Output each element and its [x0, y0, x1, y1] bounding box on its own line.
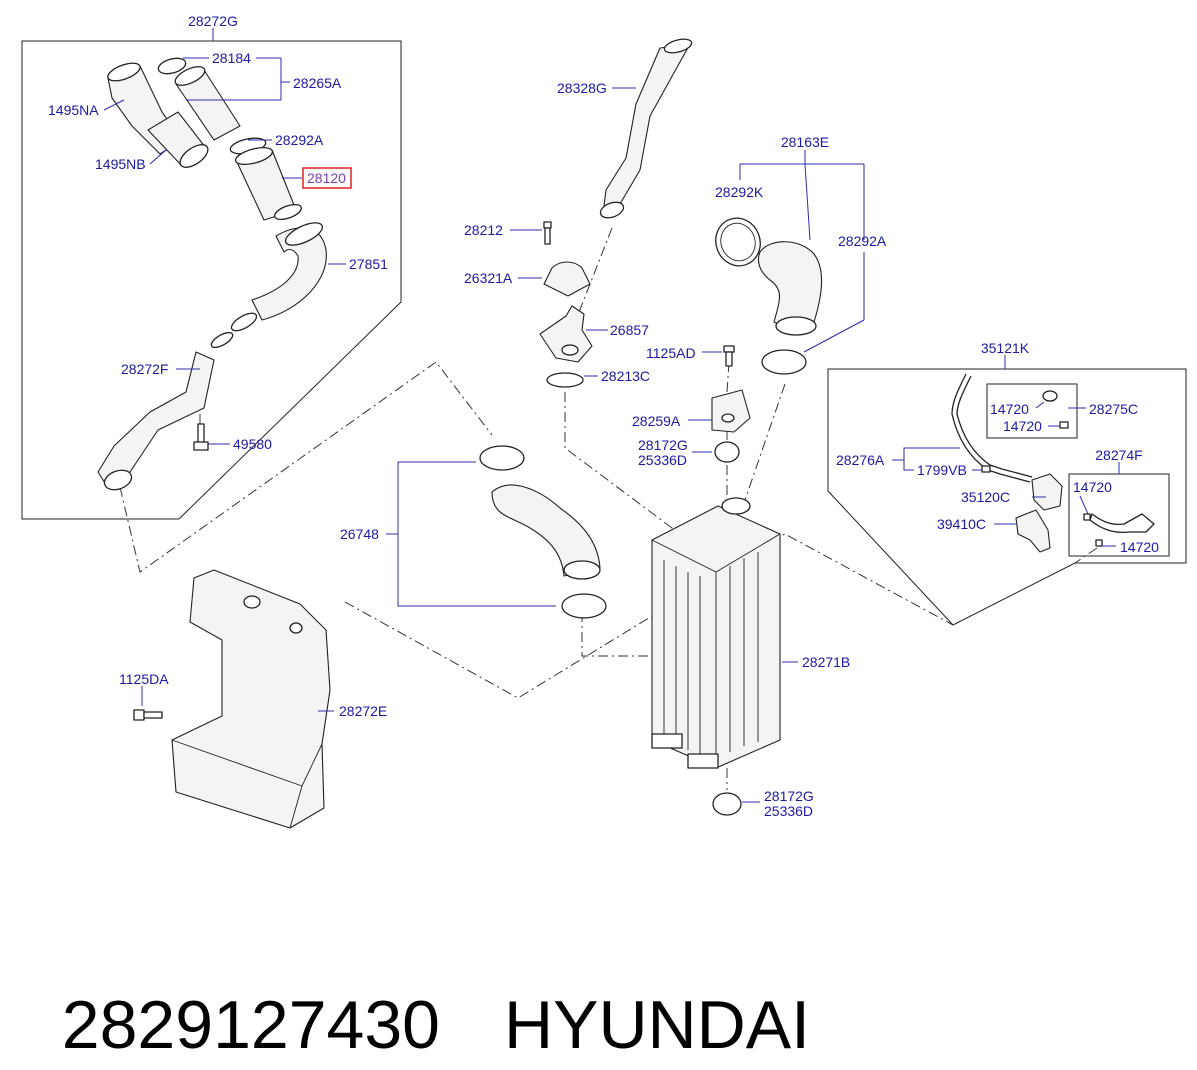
- highlight-box-28120: [302, 167, 352, 189]
- callout-28272g[interactable]: 28272G: [188, 13, 238, 29]
- callout-1799vb[interactable]: 1799VB: [917, 462, 967, 478]
- clamp-28184: [157, 57, 187, 75]
- callout-35121k[interactable]: 35121K: [981, 340, 1030, 356]
- bracket-39410c: [1015, 509, 1051, 553]
- intercooler-28271b: [651, 497, 781, 816]
- solenoid-35120c: [1031, 473, 1063, 511]
- callout-25336d-top[interactable]: 25336D: [638, 452, 687, 468]
- clamp-28292k: [715, 217, 761, 267]
- bolt-1125da: [133, 709, 163, 721]
- callout-26321a[interactable]: 26321A: [464, 270, 513, 286]
- callout-28259a[interactable]: 28259A: [632, 413, 681, 429]
- callout-28172g-top[interactable]: 28172G: [638, 437, 688, 453]
- callout-14720-b[interactable]: 14720: [1003, 418, 1042, 434]
- clip-1799vb: [981, 465, 991, 473]
- callout-26857[interactable]: 26857: [610, 322, 649, 338]
- bolt-49580: [193, 423, 209, 451]
- callout-1125ad[interactable]: 1125AD: [646, 345, 696, 361]
- callout-35120c[interactable]: 35120C: [961, 489, 1010, 505]
- callout-28292a-left[interactable]: 28292A: [275, 132, 324, 148]
- bracket-28259a: [711, 389, 751, 433]
- callout-28275c[interactable]: 28275C: [1089, 401, 1138, 417]
- hose-28274f: [1089, 513, 1155, 534]
- callout-28272f[interactable]: 28272F: [121, 361, 168, 377]
- callout-28172g-bottom[interactable]: 28172G: [764, 788, 814, 804]
- callout-28213c[interactable]: 28213C: [601, 368, 650, 384]
- pipe-28328g: [603, 43, 691, 207]
- callout-28274f[interactable]: 28274F: [1095, 447, 1142, 463]
- callout-26748[interactable]: 26748: [340, 526, 379, 542]
- callout-28120[interactable]: 28120: [307, 170, 346, 186]
- callout-28292a-right[interactable]: 28292A: [838, 233, 887, 249]
- clamp-26748-top: [479, 445, 525, 471]
- callout-28276a[interactable]: 28276A: [836, 452, 885, 468]
- parts-diagram: 28272G 28184 28265A 1495NA 28292A 1495NB…: [21, 13, 1187, 829]
- callout-28212[interactable]: 28212: [464, 222, 503, 238]
- oring-28213c: [546, 372, 584, 388]
- callout-49580[interactable]: 49580: [233, 436, 272, 452]
- callout-labels: 28272G 28184 28265A 1495NA 28292A 1495NB…: [48, 13, 1159, 819]
- bolt-1125ad: [723, 345, 735, 367]
- clamp-28292a-right: [761, 349, 807, 375]
- footer-caption: 2829127430 HYUNDAI: [24, 890, 1174, 1063]
- callout-14720-c[interactable]: 14720: [1073, 479, 1112, 495]
- callout-14720-a[interactable]: 14720: [990, 401, 1029, 417]
- adapter-26857: [539, 305, 593, 363]
- grommet-28172g-top: [714, 441, 740, 463]
- center-top-parts: [539, 38, 693, 388]
- callout-28292k[interactable]: 28292K: [715, 184, 764, 200]
- hose-group-26748: [479, 445, 607, 619]
- grommet-28172g-bottom: [712, 792, 742, 816]
- hose-27851: [251, 227, 327, 321]
- frame-left-group: [21, 40, 402, 520]
- callout-1125da[interactable]: 1125DA: [119, 671, 169, 687]
- air-guide-28272e: [133, 569, 331, 829]
- bolt-28212: [543, 221, 552, 245]
- control-group-parts: [951, 373, 1155, 553]
- callout-27851[interactable]: 27851: [349, 256, 388, 272]
- leader-lines: [103, 57, 1120, 803]
- callout-1495nb[interactable]: 1495NB: [95, 156, 146, 172]
- connector-14720-b: [1059, 421, 1069, 429]
- callout-28271b[interactable]: 28271B: [802, 654, 850, 670]
- footer-brand: HYUNDAI: [503, 987, 811, 1063]
- left-group-parts: [97, 57, 327, 491]
- callout-28328g[interactable]: 28328G: [557, 80, 607, 96]
- callout-14720-d[interactable]: 14720: [1120, 539, 1159, 555]
- callout-28272e[interactable]: 28272E: [339, 703, 387, 719]
- callout-28184[interactable]: 28184: [212, 50, 251, 66]
- cap-26321a: [543, 261, 591, 297]
- clamp-26748-bottom: [561, 593, 607, 619]
- callout-1495na[interactable]: 1495NA: [48, 102, 99, 118]
- callout-39410c[interactable]: 39410C: [937, 516, 986, 532]
- callout-28163e[interactable]: 28163E: [781, 134, 829, 150]
- frame-28275c: [986, 383, 1078, 439]
- connector-14720-a: [1042, 390, 1058, 402]
- group-frames: [21, 28, 1187, 626]
- footer-part-number: 2829127430: [61, 987, 440, 1063]
- callout-28265a[interactable]: 28265A: [293, 75, 342, 91]
- callout-25336d-bottom[interactable]: 25336D: [764, 803, 813, 819]
- center-right-parts: [711, 217, 823, 463]
